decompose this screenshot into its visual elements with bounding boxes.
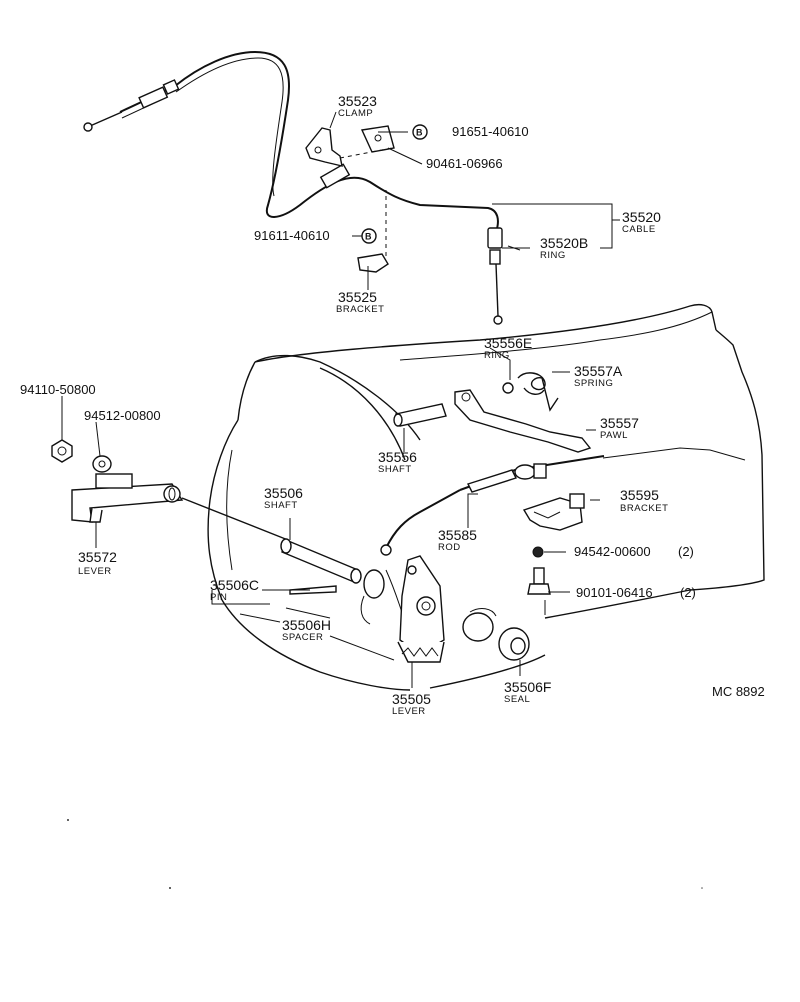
label-91651-40610: B 91651-40610	[412, 124, 529, 140]
label-90101-06416: 90101-06416 (2)	[576, 585, 696, 600]
part-name: SPACER	[282, 632, 323, 643]
label-35520b: 35520B RING	[540, 235, 588, 261]
pawl-assembly	[454, 372, 592, 453]
badge-icon	[361, 228, 377, 244]
part-number: 35525	[338, 289, 377, 305]
label-35525: 35525 BRACKET	[336, 289, 384, 315]
part-number: 35505	[392, 691, 431, 707]
label-94110-50800: 94110-50800	[20, 382, 96, 397]
part-name: PAWL	[600, 430, 628, 441]
lever-35505-part	[397, 555, 445, 663]
leader-lines	[61, 111, 620, 688]
label-35595: 35595 BRACKET	[620, 487, 668, 514]
label-35505: 35505 LEVER	[392, 691, 431, 717]
label-91611-40610: 91611-40610 B	[254, 228, 377, 244]
badge-letter: B	[365, 232, 372, 242]
part-number: 90101-06416	[576, 585, 653, 600]
label-35585: 35585 ROD	[438, 527, 477, 553]
part-name: ROD	[438, 542, 461, 553]
part-number: 35557	[600, 415, 639, 431]
part-qty: (2)	[680, 585, 696, 600]
part-number: 94542-00600	[574, 544, 651, 559]
label-35506: 35506 SHAFT	[264, 485, 303, 511]
part-number: 35520B	[540, 235, 588, 251]
transmission-housing	[207, 303, 765, 691]
part-number: 35506H	[282, 617, 331, 633]
cable-assembly	[83, 50, 503, 325]
part-name: CLAMP	[338, 108, 373, 119]
label-35520: 35520 CABLE	[622, 209, 661, 235]
part-number: 35572	[78, 549, 117, 565]
part-number: 35506C	[210, 577, 259, 593]
badge-letter: B	[416, 128, 423, 138]
part-number: 35585	[438, 527, 477, 543]
rod-35585-part	[380, 455, 605, 556]
badge-icon	[412, 124, 428, 140]
part-name: SHAFT	[378, 464, 412, 475]
bolt-parts	[527, 546, 551, 595]
label-35557: 35557 PAWL	[600, 415, 639, 441]
part-name: PIN	[210, 592, 227, 603]
part-name: SEAL	[504, 694, 530, 705]
part-name: RING	[484, 350, 510, 361]
label-35556e: 35556E RING	[484, 335, 532, 361]
seal-35506f-part	[498, 627, 530, 661]
part-name: RING	[540, 250, 566, 261]
label-35523: 35523 CLAMP	[338, 93, 377, 119]
label-90461-06966: 90461-06966	[426, 156, 503, 171]
part-name: SHAFT	[264, 500, 298, 511]
part-name: LEVER	[78, 566, 112, 577]
label-35506c: 35506C PIN	[210, 577, 259, 603]
label-35557a: 35557A SPRING	[574, 363, 623, 389]
part-number: 35557A	[574, 363, 623, 379]
part-name: SPRING	[574, 378, 613, 389]
pin-35506c-part	[289, 585, 337, 595]
part-qty: (2)	[678, 544, 694, 559]
part-number: 35520	[622, 209, 661, 225]
part-name: LEVER	[392, 706, 426, 717]
label-35506h: 35506H SPACER	[282, 617, 331, 643]
part-number: 35556E	[484, 335, 532, 351]
part-name: CABLE	[622, 224, 656, 235]
part-name: BRACKET	[620, 503, 668, 514]
label-94542-00600: 94542-00600 (2)	[574, 544, 694, 559]
part-number: 35595	[620, 487, 659, 503]
part-name: BRACKET	[336, 304, 384, 315]
spacer-35506h-part	[360, 569, 385, 625]
shaft-35556-part	[393, 403, 447, 427]
drawing-code: MC 8892	[712, 684, 765, 699]
print-specks	[67, 819, 703, 889]
bracket-35595-part	[522, 493, 585, 531]
bracket-35525-part	[357, 190, 389, 273]
label-35572: 35572 LEVER	[78, 549, 117, 577]
part-number: 35506	[264, 485, 303, 501]
lever-35572-part	[71, 473, 289, 541]
nut-parts	[51, 439, 112, 473]
label-35506f: 35506F SEAL	[504, 679, 551, 705]
part-number: 91611-40610	[254, 228, 330, 243]
label-94512-00800: 94512-00800	[84, 408, 161, 423]
part-number: 35556	[378, 449, 417, 465]
shaft-35506-part	[280, 538, 362, 584]
part-number: 35506F	[504, 679, 551, 695]
label-35556: 35556 SHAFT	[378, 449, 417, 475]
part-number: 91651-40610	[452, 124, 529, 139]
part-number: 35523	[338, 93, 377, 109]
